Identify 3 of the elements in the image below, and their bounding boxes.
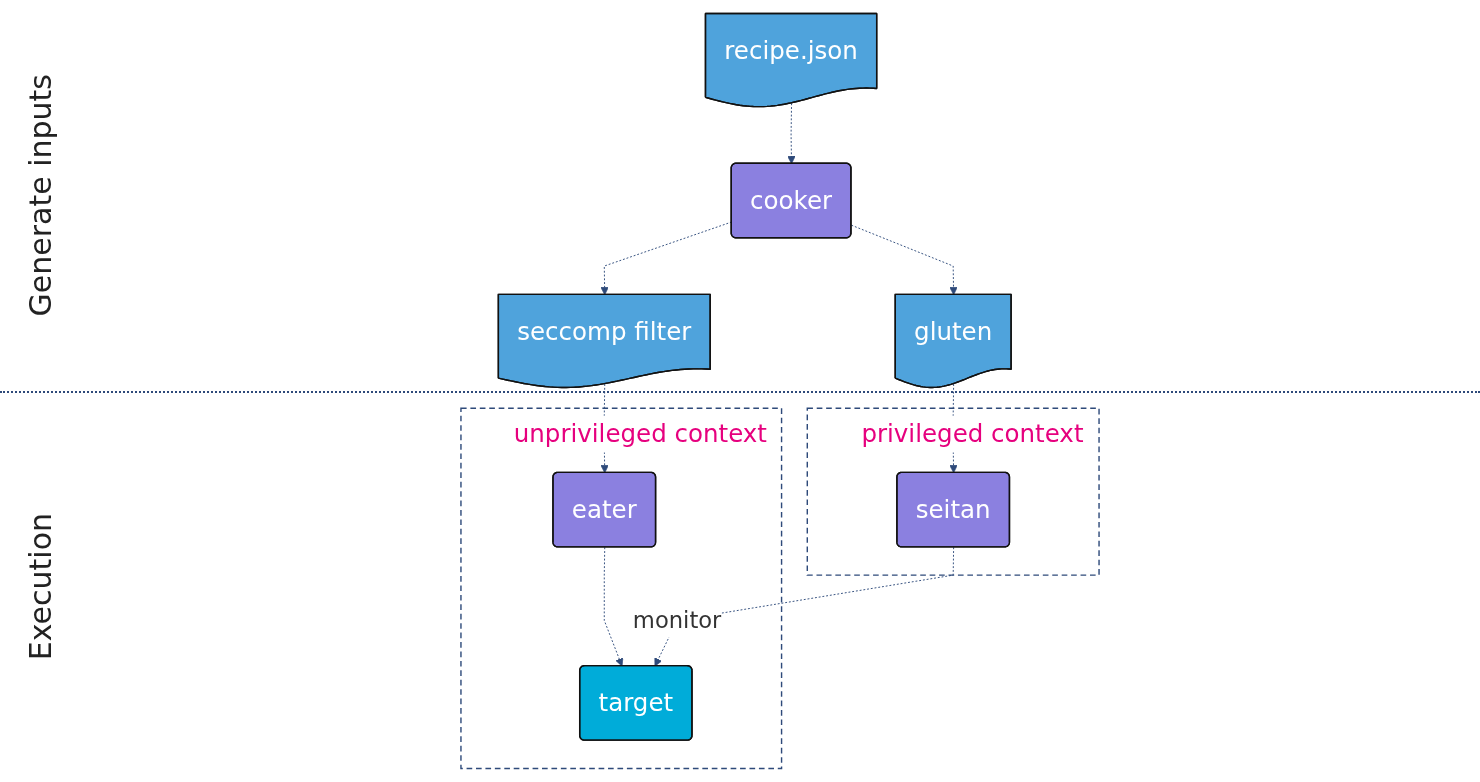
edge-label: monitor <box>632 607 722 634</box>
lane-label: Execution <box>22 512 58 661</box>
lane-label: Generate inputs <box>22 74 58 317</box>
